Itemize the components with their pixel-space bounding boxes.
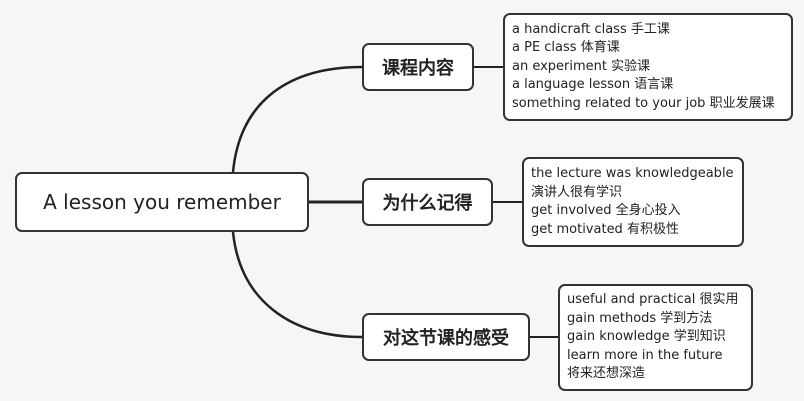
link-root-branch-1 [231, 65, 363, 173]
branch-label: 为什么记得 [382, 193, 473, 214]
branch-label: 课程内容 [382, 58, 454, 79]
leaf-item: get motivated 有积极性 [531, 221, 679, 237]
leaf-item: a language lesson 语言课 [512, 77, 674, 93]
leaf-item: gain knowledge 学到知识 [567, 329, 726, 345]
branch-course-content[interactable]: 课程内容 [362, 43, 474, 91]
leaf-item: something related to your job 职业发展课 [512, 95, 775, 111]
leaf-item: a handicraft class 手工课 [512, 21, 670, 37]
leaf-item: get involved 全身心投入 [531, 203, 681, 218]
leaf-feelings[interactable]: useful and practical 很实用 gain methods 学到… [558, 284, 753, 391]
leaf-item: a PE class 体育课 [512, 40, 620, 56]
leaf-course-content[interactable]: a handicraft class 手工课 a PE class 体育课 an… [503, 13, 793, 121]
leaf-item: gain methods 学到方法 [567, 310, 713, 326]
leaf-why-remember[interactable]: the lecture was knowledgeable 演讲人很有学识 ge… [522, 157, 744, 247]
root-topic[interactable]: A lesson you remember [15, 172, 309, 232]
leaf-item: an experiment 实验课 [512, 58, 651, 74]
branch-why-remember[interactable]: 为什么记得 [362, 178, 493, 226]
link-root-branch-3 [231, 231, 363, 339]
leaf-item: 演讲人很有学识 [531, 184, 623, 200]
leaf-item: the lecture was knowledgeable [531, 166, 734, 181]
leaf-item: learn more in the future [567, 347, 723, 363]
leaf-item: useful and practical 很实用 [567, 292, 739, 308]
root-topic-label: A lesson you remember [43, 190, 281, 214]
branch-feelings[interactable]: 对这节课的感受 [362, 313, 530, 361]
leaf-item: 将来还想深造 [567, 366, 646, 382]
branch-label: 对这节课的感受 [383, 328, 509, 349]
